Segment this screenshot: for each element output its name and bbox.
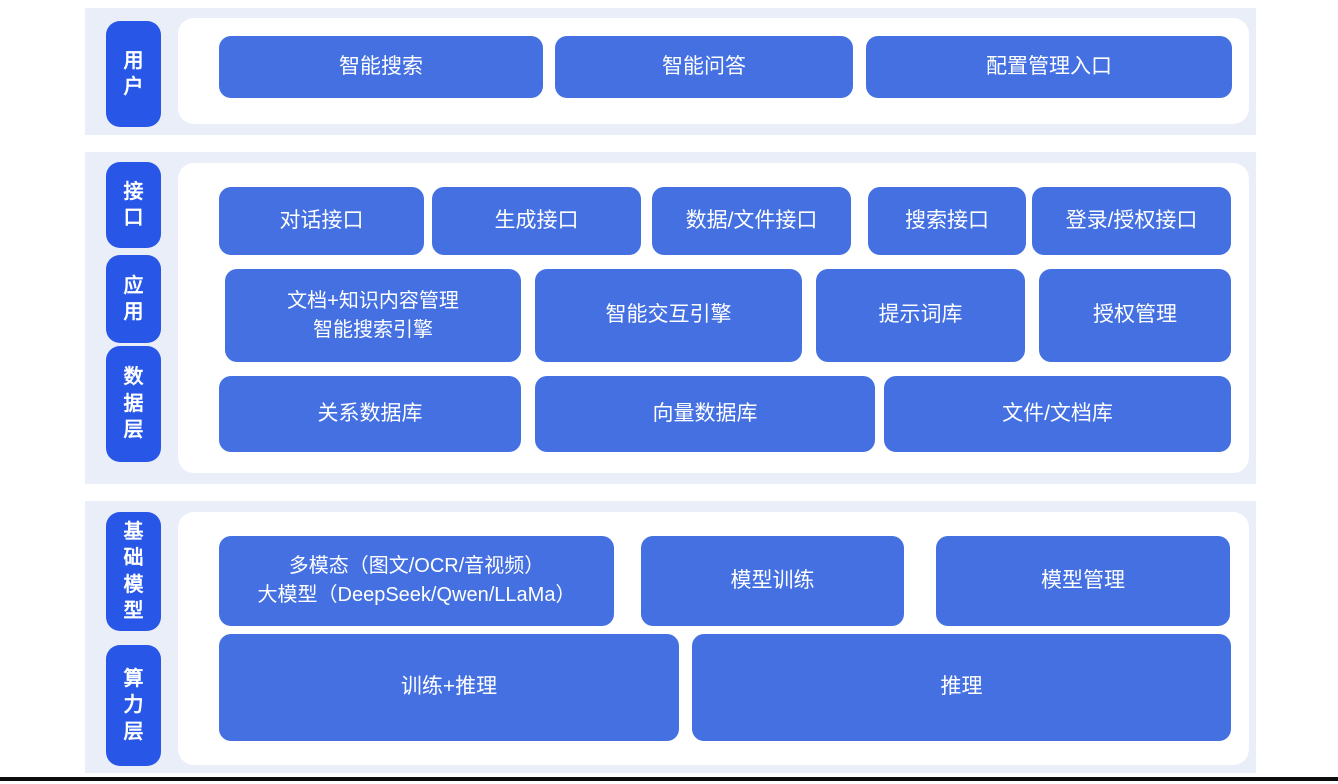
box-vector-db: 向量数据库 [535, 376, 875, 452]
box-data-file-api: 数据/文件接口 [652, 187, 851, 255]
box-intelligent-search: 智能搜索 [219, 36, 543, 98]
box-training-inference: 训练+推理 [219, 634, 679, 741]
tab-data-layer: 数据层 [106, 346, 161, 462]
tab-foundation-model-layer-label: 基础模型 [123, 520, 144, 622]
tab-interface-layer-label: 接口 [123, 180, 144, 229]
box-intelligent-qa: 智能问答 [555, 36, 853, 98]
box-auth-management: 授权管理 [1039, 269, 1231, 362]
box-model-management: 模型管理 [936, 536, 1230, 626]
box-interactive-engine: 智能交互引擎 [535, 269, 802, 362]
tab-user-layer: 用户 [106, 21, 161, 127]
tab-interface-layer: 接口 [106, 162, 161, 248]
tab-application-layer-label: 应用 [123, 274, 144, 323]
tab-foundation-model-layer: 基础模型 [106, 512, 161, 631]
tab-data-layer-label: 数据层 [123, 366, 144, 442]
box-model-training: 模型训练 [641, 536, 904, 626]
tab-application-layer: 应用 [106, 255, 161, 343]
tab-compute-layer: 算力层 [106, 645, 161, 766]
box-config-management-entry: 配置管理入口 [866, 36, 1232, 98]
box-generation-api: 生成接口 [432, 187, 641, 255]
box-login-auth-api: 登录/授权接口 [1032, 187, 1231, 255]
bottom-divider [0, 777, 1338, 781]
tab-compute-layer-label: 算力层 [123, 667, 144, 743]
box-dialog-api: 对话接口 [219, 187, 424, 255]
box-multimodal-llm: 多模态（图文/OCR/音视频） 大模型（DeepSeek/Qwen/LLaMa） [219, 536, 614, 626]
box-relational-db: 关系数据库 [219, 376, 521, 452]
box-file-doc-store: 文件/文档库 [884, 376, 1231, 452]
box-prompt-library: 提示词库 [816, 269, 1025, 362]
box-doc-knowledge-search-engine: 文档+知识内容管理 智能搜索引擎 [225, 269, 521, 362]
box-inference: 推理 [692, 634, 1231, 741]
tab-user-layer-label: 用户 [123, 49, 144, 98]
box-search-api: 搜索接口 [868, 187, 1026, 255]
